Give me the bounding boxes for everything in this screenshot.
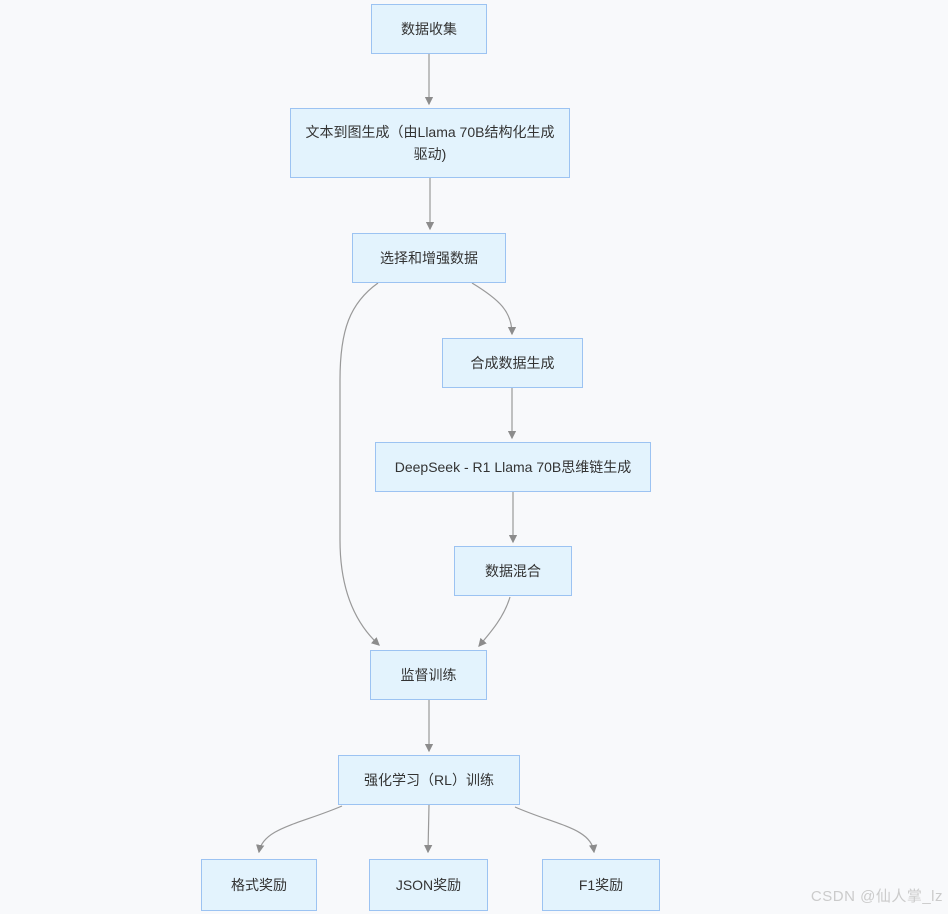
node-label: 文本到图生成（由Llama 70B结构化生成驱动) <box>305 123 555 162</box>
edge-rl-training-to-f1-reward <box>514 806 598 854</box>
node-label: 数据混合 <box>485 562 541 579</box>
node-label: 监督训练 <box>400 666 457 683</box>
flowchart-node-deepseek-cot: DeepSeek - R1 Llama 70B思维链生成 <box>375 442 651 492</box>
flowchart-node-supervised-training: 监督训练 <box>370 650 487 700</box>
node-label: F1奖励 <box>578 876 624 893</box>
flowchart-node-format-reward: 格式奖励 <box>201 859 317 911</box>
csdn-watermark: CSDN @仙人掌_lz <box>810 888 943 905</box>
node-label: 强化学习（RL）训练 <box>364 771 494 788</box>
edge-rl-training-to-json-reward <box>423 804 433 854</box>
flowchart-node-text-to-graph: 文本到图生成（由Llama 70B结构化生成驱动) <box>290 108 570 178</box>
flowchart-node-data-mixing: 数据混合 <box>454 546 572 596</box>
edge-select-augment-to-supervised-training <box>339 282 380 646</box>
flowchart-node-rl-training: 强化学习（RL）训练 <box>338 755 520 805</box>
node-label: 格式奖励 <box>231 876 287 893</box>
flowchart-node-f1-reward: F1奖励 <box>542 859 660 911</box>
node-label: 数据收集 <box>401 20 457 37</box>
flowchart-node-synthetic-data: 合成数据生成 <box>442 338 583 388</box>
edge-select-augment-to-synthetic-data <box>471 282 517 336</box>
node-label: JSON奖励 <box>395 876 462 893</box>
node-label: 合成数据生成 <box>470 354 555 371</box>
node-label: DeepSeek - R1 Llama 70B思维链生成 <box>394 458 632 475</box>
edge-data-mixing-to-supervised-training <box>478 596 511 647</box>
edge-rl-training-to-format-reward <box>256 805 343 854</box>
flowchart-node-json-reward: JSON奖励 <box>369 859 488 911</box>
flowchart-node-data-collection: 数据收集 <box>371 4 487 54</box>
node-label: 选择和增强数据 <box>380 249 478 266</box>
flowchart-node-select-augment: 选择和增强数据 <box>352 233 506 283</box>
